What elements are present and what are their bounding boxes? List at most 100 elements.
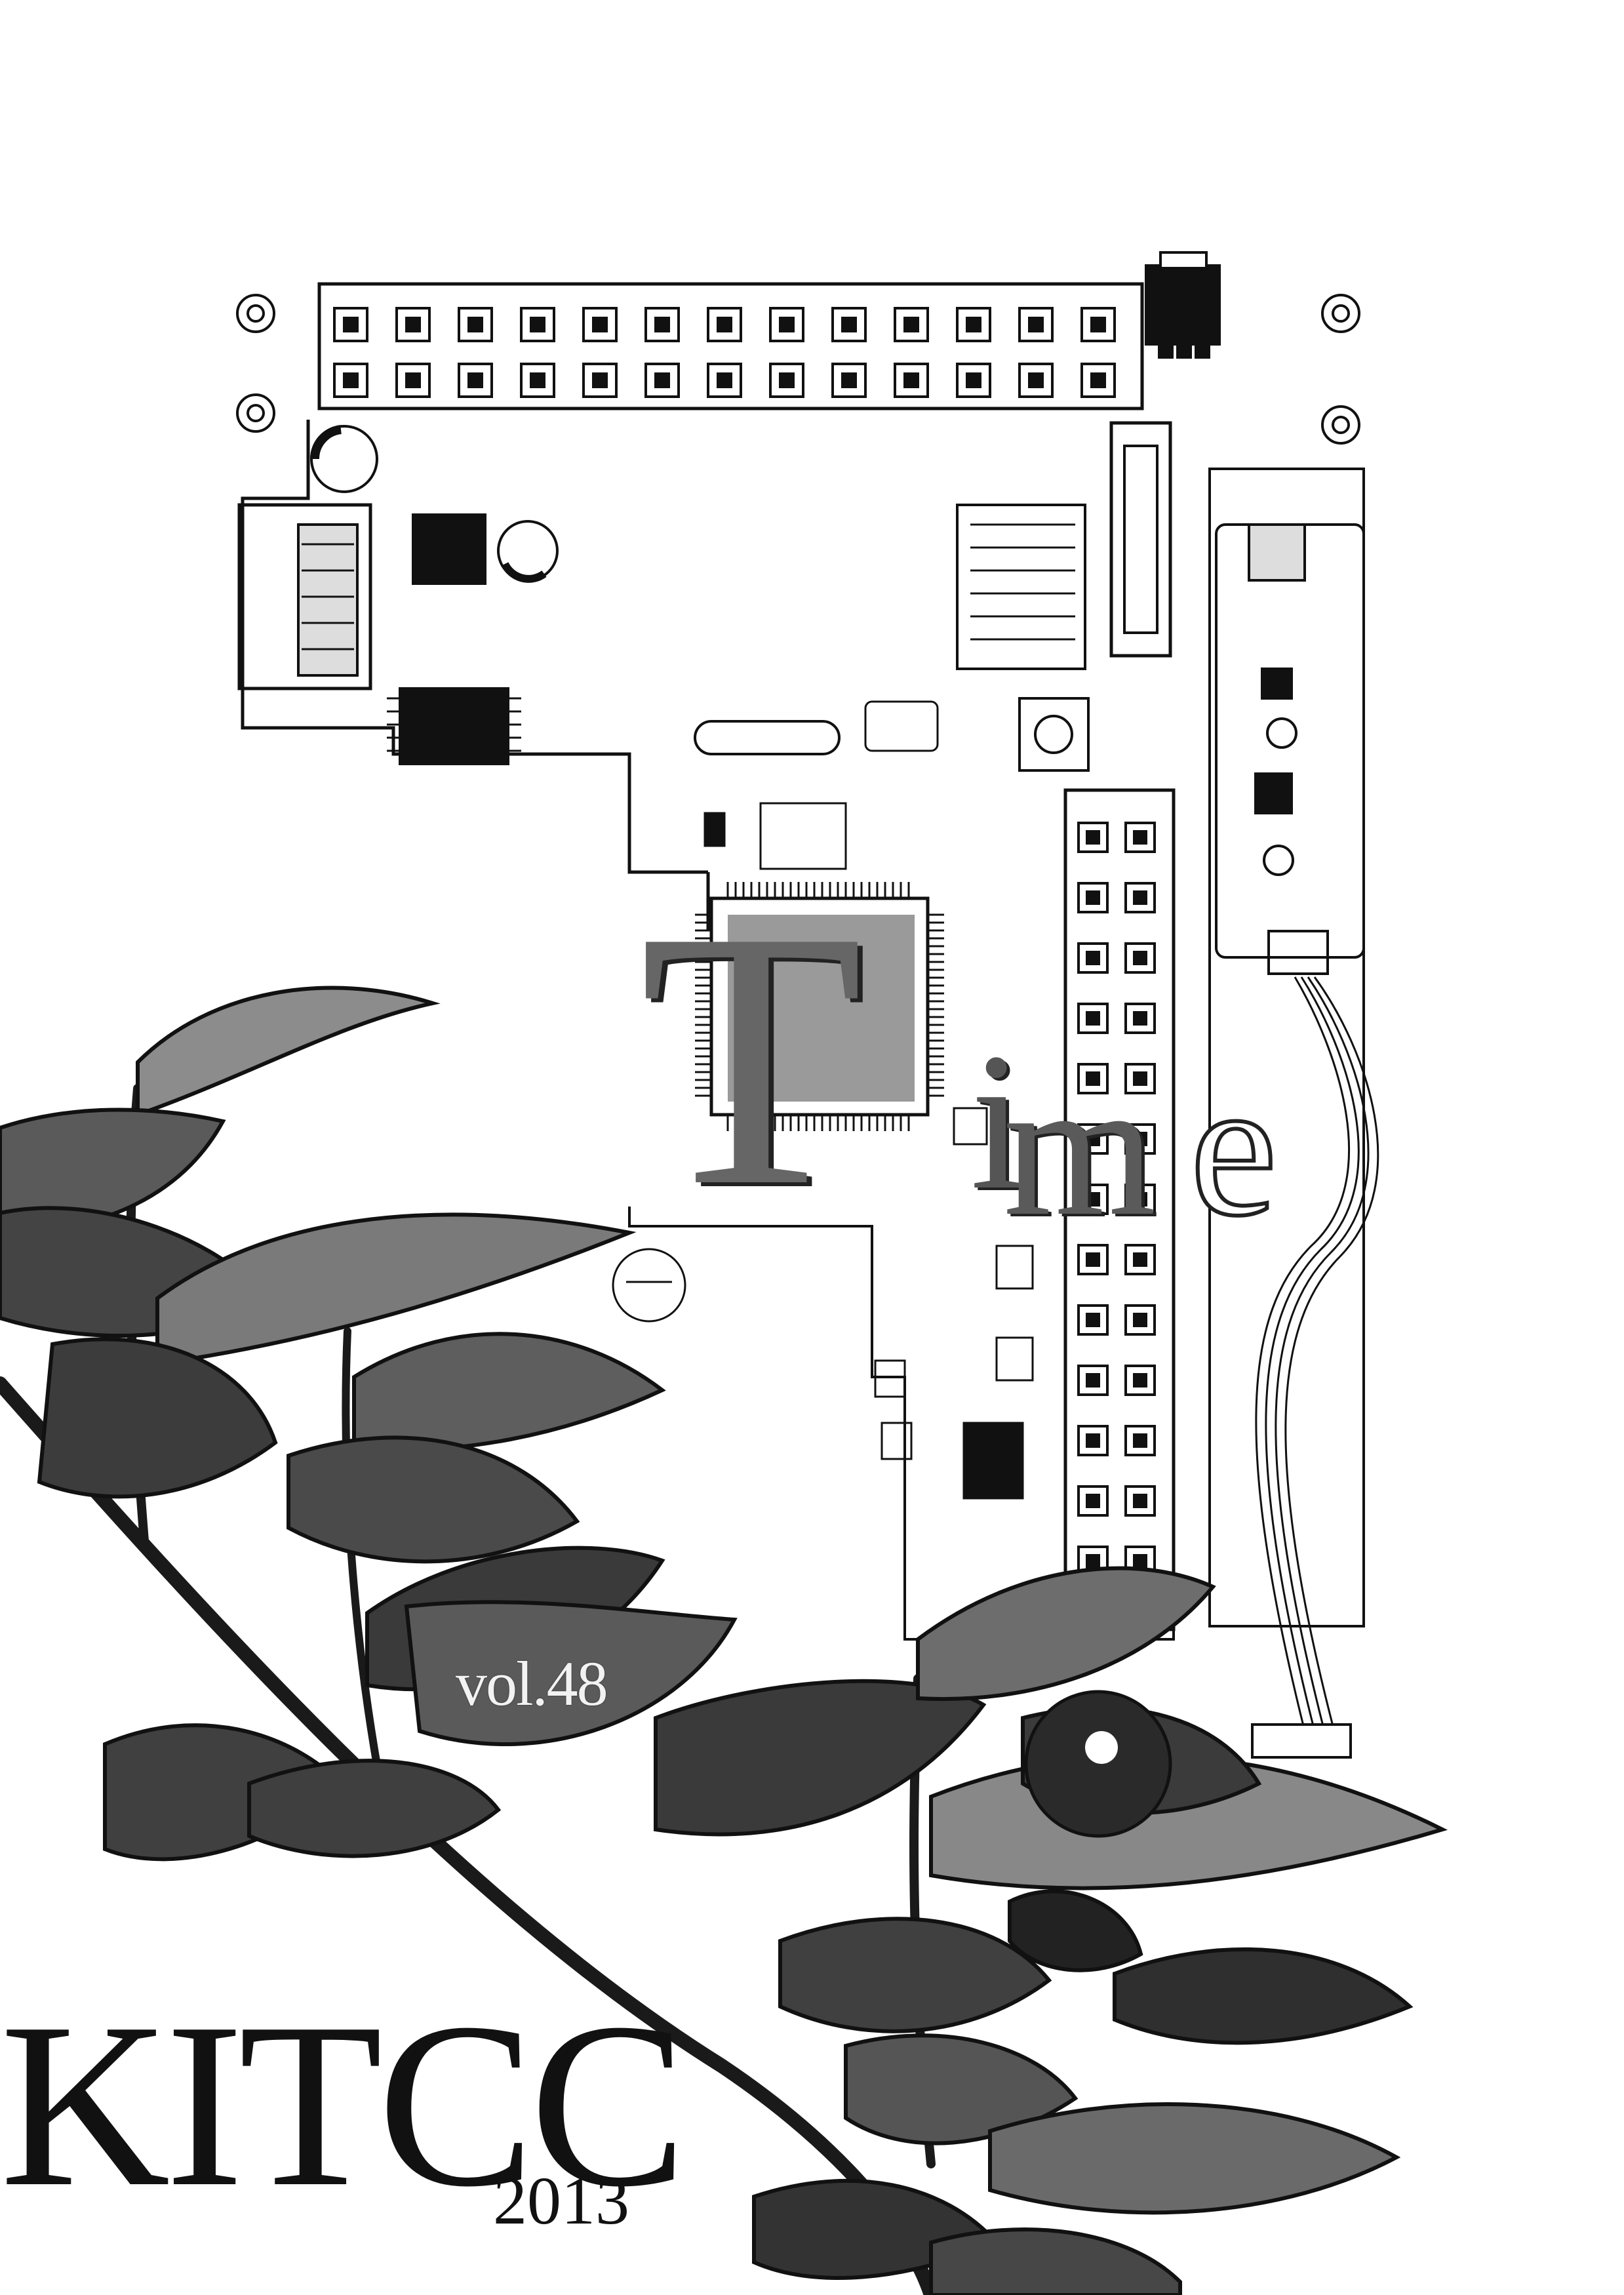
pin-pad-icon <box>1086 1373 1100 1387</box>
pin-icon <box>1077 822 1109 853</box>
pin-icon <box>1077 882 1109 913</box>
pin-pad-icon <box>1028 372 1044 388</box>
pin-pad-icon <box>1086 1252 1100 1267</box>
pin-icon <box>1124 1244 1156 1275</box>
pin-icon <box>831 363 867 398</box>
pin-icon <box>333 307 368 342</box>
pin-pad-icon <box>717 317 732 332</box>
pin-icon <box>769 363 804 398</box>
pin-icon <box>1124 1365 1156 1396</box>
pin-icon <box>1018 307 1054 342</box>
pin-pad-icon <box>405 372 421 388</box>
pin-pad-icon <box>1133 1011 1147 1026</box>
leaf-branch-illustration <box>0 986 1448 2295</box>
pin-icon <box>1077 1425 1109 1456</box>
pin-pad-icon <box>1133 1071 1147 1086</box>
pin-pad-icon <box>1086 1494 1100 1508</box>
cover-title: KITCC <box>0 1974 687 2235</box>
pin-pad-icon <box>779 372 795 388</box>
pin-pad-icon <box>779 317 795 332</box>
pin-pad-icon <box>1086 1313 1100 1327</box>
sensor-board <box>1208 468 1365 1627</box>
pin-pad-icon <box>1086 1192 1100 1207</box>
pin-icon <box>1124 1425 1156 1456</box>
pin-icon <box>956 363 991 398</box>
pin-icon <box>1124 1304 1156 1336</box>
logo-letter-m: m <box>1003 1039 1157 1256</box>
pin-icon <box>520 307 555 342</box>
pin-pad-icon <box>1090 372 1106 388</box>
pin-icon <box>1124 1003 1156 1034</box>
logo-letter-e: e <box>1188 1039 1279 1256</box>
pin-icon <box>894 363 929 398</box>
power-transistor-icon <box>1145 251 1221 359</box>
pin-icon <box>1080 363 1116 398</box>
crystal-oscillator-icon <box>694 720 841 755</box>
wire-bundle <box>1251 976 1379 1759</box>
pin-pad-icon <box>1086 1433 1100 1448</box>
pin-pad-icon <box>841 372 857 388</box>
pin-icon <box>1077 1063 1109 1094</box>
pin-pad-icon <box>1133 830 1147 845</box>
capacitor-icon <box>309 425 378 493</box>
pin-pad-icon <box>841 317 857 332</box>
pin-icon <box>831 307 867 342</box>
pin-pad-icon <box>1086 1071 1100 1086</box>
pin-icon <box>582 307 618 342</box>
pin-icon <box>1124 1184 1156 1215</box>
logo-letter-t: T <box>639 856 864 1262</box>
pin-icon <box>1124 1123 1156 1155</box>
pin-icon <box>333 363 368 398</box>
ic-chip-icon <box>399 687 509 765</box>
pin-pad-icon <box>1086 1132 1100 1146</box>
pin-pad-icon <box>1133 1433 1147 1448</box>
pin-icon <box>1124 882 1156 913</box>
pin-pad-icon <box>903 317 919 332</box>
pin-icon <box>1124 1063 1156 1094</box>
pin-pad-icon <box>343 317 359 332</box>
pin-pad-icon <box>530 372 545 388</box>
pin-header-right <box>1063 788 1176 1631</box>
pin-pad-icon <box>1133 1252 1147 1267</box>
pin-pad-icon <box>1086 1011 1100 1026</box>
pin-icon <box>1077 942 1109 974</box>
pin-icon <box>395 307 431 342</box>
pin-icon <box>1077 1003 1109 1034</box>
pin-icon <box>1077 1184 1109 1215</box>
pin-pad-icon <box>1133 890 1147 905</box>
capacitor-icon <box>497 520 559 583</box>
pin-pad-icon <box>1086 1554 1100 1568</box>
pin-pad-icon <box>1133 1494 1147 1508</box>
pin-icon <box>1077 1365 1109 1396</box>
pin-icon <box>1018 363 1054 398</box>
pin-icon <box>1124 822 1156 853</box>
dip-switch-icon <box>956 504 1086 670</box>
pin-pad-icon <box>592 317 608 332</box>
pin-icon <box>1124 942 1156 974</box>
pin-pad-icon <box>343 372 359 388</box>
pin-pad-icon <box>592 372 608 388</box>
pin-icon <box>707 307 742 342</box>
pin-pad-icon <box>1086 830 1100 845</box>
pin-pad-icon <box>1086 951 1100 965</box>
connector-left <box>237 503 372 690</box>
pin-header-top <box>317 282 1144 410</box>
mounting-hole-icon <box>236 294 1360 445</box>
ribbon-connector-icon <box>1109 421 1172 658</box>
pin-icon <box>1124 1485 1156 1517</box>
pin-icon <box>1077 1304 1109 1336</box>
pin-pad-icon <box>1086 890 1100 905</box>
pin-icon <box>1080 307 1116 342</box>
pin-icon <box>1077 1244 1109 1275</box>
pin-pad-icon <box>966 317 981 332</box>
pin-pad-icon <box>1133 1132 1147 1146</box>
logo-letter-i: i <box>970 1012 1025 1230</box>
pin-icon <box>395 363 431 398</box>
small-components <box>612 700 1034 1500</box>
year-label: 2013 <box>493 2163 629 2239</box>
pin-icon <box>956 307 991 342</box>
pin-icon <box>520 363 555 398</box>
pin-icon <box>707 363 742 398</box>
pin-pad-icon <box>1028 317 1044 332</box>
pin-icon <box>458 307 493 342</box>
